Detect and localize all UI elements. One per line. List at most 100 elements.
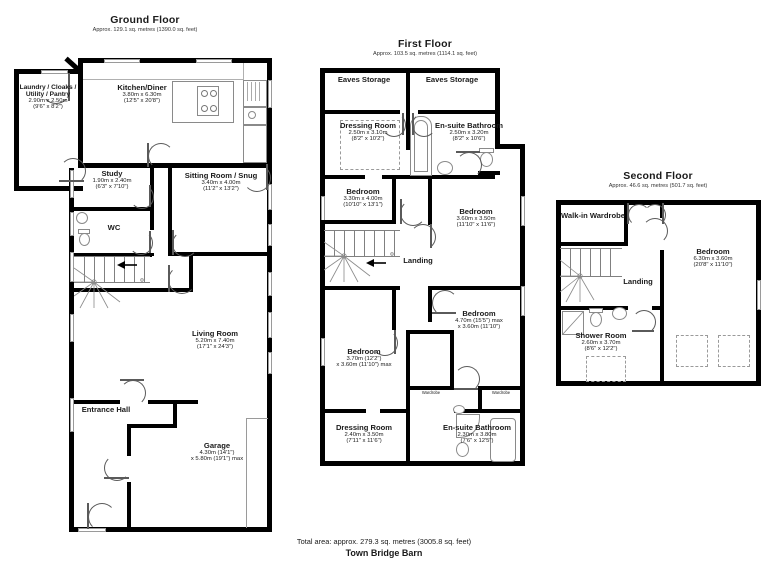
wc-basin-icon (76, 212, 88, 224)
room-label-eaves-storage-left: Eaves Storage (332, 75, 396, 84)
door-laundry-top-swing (41, 74, 71, 104)
door-entrance-garage-swing (104, 455, 130, 481)
window-wc-left (69, 212, 74, 236)
door-kitchen-hall-leaf (147, 143, 149, 167)
room-label-entrance-hall: Entrance Hall (76, 405, 136, 414)
room-metric: 5.20m x 7.40m (195, 338, 235, 345)
room-name: Bedroom (346, 187, 380, 196)
room-metric: 1.90m x 2.40m (92, 178, 132, 185)
door-bedroom2-swing (410, 224, 436, 250)
wall-sitting-left (168, 168, 172, 256)
room-name: Sitting Room / Snug (184, 171, 258, 180)
room-name: Walk-in Wardrobe (561, 211, 625, 220)
wall-eaves-divider (406, 68, 410, 114)
ground-floor-title: Ground Floor (110, 14, 180, 26)
kitchen-sink-bowl (248, 111, 256, 119)
door-sitting-hall-leaf (172, 230, 174, 255)
door-bedroom-second-swing (644, 204, 666, 226)
door-bedroom3-leaf (432, 312, 456, 314)
wall-bedroom4-bottom (320, 409, 366, 413)
room-label-landing-second: Landing (610, 277, 666, 286)
door-laundry-kitchen-leaf (59, 180, 84, 182)
wall-second-left (556, 200, 561, 386)
room-metric: 2.30m x 3.80m (457, 432, 497, 439)
room-imperial: (10'10" x 13'1") (343, 202, 383, 209)
hob-ring-3 (201, 105, 208, 112)
wall-ground-left-upper (14, 69, 19, 191)
door-living-hall-swing (168, 266, 196, 294)
room-label-bedroom-3: Bedroom 4.70m (15'5") max x 3.60m (11'10… (436, 309, 522, 331)
room-imperial: (8'6" x 12'2") (584, 346, 618, 353)
kitchen-base-unit (243, 125, 267, 163)
wall-entrance-right-lower (127, 482, 131, 528)
room-metric: 3.80m x 6.30m (122, 92, 162, 99)
wall-dressing2-right (406, 409, 410, 466)
dressing-room-upper-outline (340, 120, 400, 170)
room-metric: 6.30m x 3.60m (693, 256, 733, 263)
room-metric: 3.60m x 3.50m (456, 216, 496, 223)
second-staircase (560, 248, 622, 306)
room-name: Dressing Room (339, 121, 397, 130)
wall-ground-kitchen-right (267, 58, 272, 164)
line-kitchen-counter-top (83, 79, 243, 80)
line-garage-inner-top (246, 418, 268, 419)
kitchen-unit-line-4 (259, 82, 260, 101)
wall-bedroom-second-left-lower (660, 250, 664, 386)
door-bedroom4-swing (372, 330, 398, 356)
first-staircase (324, 230, 400, 286)
bedroom-dashed-area-2 (718, 335, 750, 367)
room-imperial: (11'10" x 11'6") (456, 222, 496, 229)
wall-wardrobe1-left (406, 330, 410, 410)
room-name: Landing (623, 277, 653, 286)
wall-hall-step-vert (189, 256, 193, 278)
wall-shower-room-top-right (652, 306, 664, 310)
wall-landing-right-lower (428, 288, 432, 322)
room-label-walk-in-wardrobe: Walk-in Wardrobe (560, 211, 626, 220)
wall-ensuite-bottom (382, 175, 495, 179)
room-imperial: x 3.60m (11'10") max (336, 362, 392, 369)
door-wardrobe-swing (454, 366, 480, 392)
door-shower-room-leaf (632, 330, 654, 332)
window-kitchen-top-2 (196, 58, 232, 63)
wall-wardrobe-right (624, 200, 628, 246)
door-wc-leaf (149, 231, 151, 253)
bath-lower-icon (490, 418, 516, 462)
room-label-wc: WC (84, 223, 144, 232)
window-first-left-2 (320, 338, 325, 366)
toilet-lower-icon (453, 405, 465, 414)
room-name: Eaves Storage (337, 75, 391, 84)
room-name: Wardrobe (491, 390, 511, 395)
ground-staircase (74, 256, 150, 312)
wall-entrance-right-upper (127, 424, 131, 456)
room-name: Study (101, 169, 123, 178)
wall-ground-kitchen-top (78, 58, 272, 63)
room-imperial: (7'6" x 12'5") (460, 438, 494, 445)
room-imperial: (11'2" x 13'2") (203, 186, 239, 193)
window-first-right-1 (520, 196, 525, 226)
wall-second-top (556, 200, 761, 205)
room-label-eaves-storage-right: Eaves Storage (420, 75, 484, 84)
window-living-right-1 (267, 272, 272, 296)
window-garage-left (69, 314, 74, 342)
wall-ground-laundry-bottom (14, 186, 83, 191)
first-floor-title: First Floor (397, 38, 453, 50)
room-name: Living Room (192, 329, 238, 338)
ground-floor-plan: Ground Floor Approx. 129.1 sq. metres (1… (0, 0, 300, 540)
room-metric: 4.30m (14'1") (199, 450, 235, 457)
plan-caption: Total area: approx. 279.3 sq. metres (30… (0, 537, 768, 558)
wall-wardrobe2-box (478, 386, 520, 390)
room-metric: 2.50m x 3.10m (348, 130, 388, 137)
wall-eaves-bottom-left (320, 110, 400, 114)
door-bedroom2-leaf (430, 224, 432, 248)
door-wardrobe-second-leaf (627, 203, 629, 224)
wall-ground-bottom (69, 527, 272, 532)
room-name: En-suite Bathroom (443, 423, 511, 432)
room-name: Bedroom (696, 247, 730, 256)
window-stair-left (69, 252, 74, 282)
window-kitchen-right (267, 80, 272, 108)
basin-lower-icon (456, 442, 469, 457)
wall-wardrobe1-top (406, 330, 454, 334)
room-label-ensuite-upper: En-suite Bathroom 2.50m x 3.20m (8'2" x … (432, 121, 506, 143)
window-living-right-2 (267, 312, 272, 338)
window-first-right-2 (520, 286, 525, 316)
